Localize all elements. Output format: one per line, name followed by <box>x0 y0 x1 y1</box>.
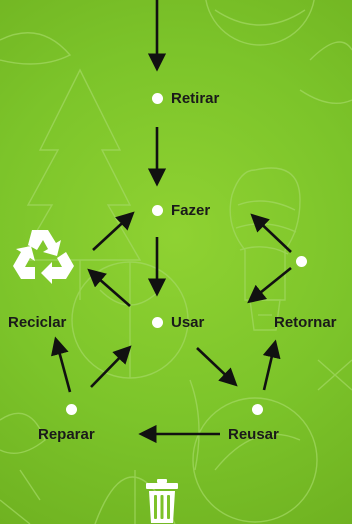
arrow-retornar-to-usar <box>247 266 292 304</box>
node-label-reusar: Reusar <box>228 426 279 443</box>
arrow-retornar-to-fazer <box>250 213 292 253</box>
node-dot-reparar <box>66 404 77 415</box>
node-dot-fazer <box>152 205 163 216</box>
node-label-retornar: Retornar <box>274 314 337 331</box>
node-dot-retirar <box>152 93 163 104</box>
arrow-usar-to-reusar <box>196 347 238 387</box>
node-label-reparar: Reparar <box>38 426 95 443</box>
arrow-reparar-to-usar <box>90 345 132 388</box>
arrow-reusar-to-retornar <box>262 339 281 391</box>
node-dot-usar <box>152 317 163 328</box>
recycle-icon <box>13 230 74 284</box>
arrow-reciclar-to-fazer <box>92 211 135 251</box>
arrow-usar-to-reciclar <box>87 268 131 307</box>
node-label-reciclar: Reciclar <box>8 314 67 331</box>
arrow-reparar-to-reciclar <box>50 336 72 393</box>
node-label-fazer: Fazer <box>171 202 211 219</box>
node-dot-retornar <box>296 256 307 267</box>
node-label-usar: Usar <box>171 314 205 331</box>
trash-can-icon <box>146 479 178 523</box>
node-label-retirar: Retirar <box>171 90 220 107</box>
node-dot-reusar <box>252 404 263 415</box>
